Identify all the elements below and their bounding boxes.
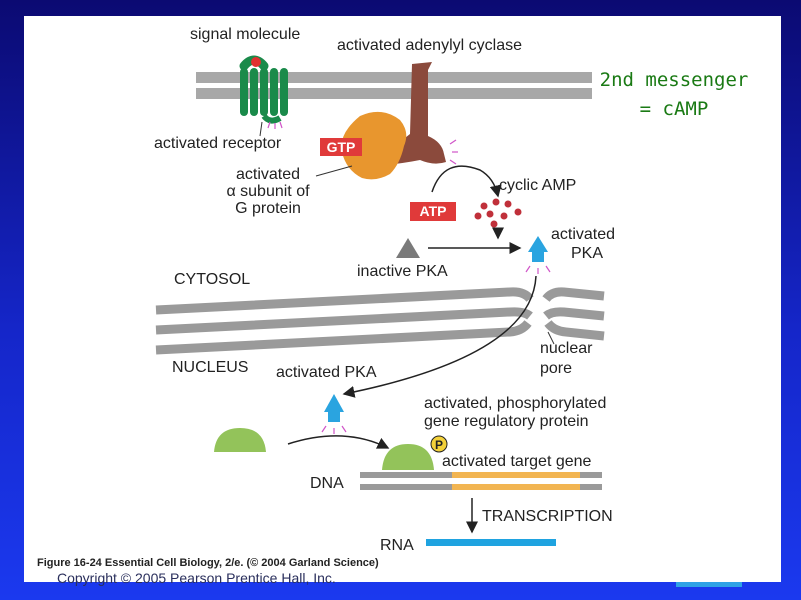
transcription-label: TRANSCRIPTION bbox=[482, 508, 613, 525]
dna-label: DNA bbox=[310, 475, 344, 492]
camp-equals-label: = cAMP bbox=[640, 98, 709, 120]
phosphate-icon bbox=[430, 435, 448, 453]
signaling-diagram: GTP signal molecule activated adenylyl c… bbox=[37, 26, 749, 569]
pka-activation-marks bbox=[525, 265, 551, 274]
target-gene-label: activated target gene bbox=[442, 453, 592, 470]
inactive-pka-label: inactive PKA bbox=[357, 263, 448, 280]
nuclear-pore-label-line2: pore bbox=[540, 360, 572, 377]
gene-regulatory-label-line2: gene regulatory protein bbox=[424, 413, 589, 430]
rna-strand bbox=[426, 539, 556, 546]
dna-strand bbox=[360, 472, 602, 490]
nuclear-pore-label-line1: nuclear bbox=[540, 340, 593, 357]
alpha-label-line2: α subunit of bbox=[226, 183, 310, 200]
receptor-icon bbox=[239, 55, 288, 124]
alpha-label-line3: G protein bbox=[235, 200, 301, 217]
nucleus-label: NUCLEUS bbox=[172, 359, 248, 376]
gtp-tag bbox=[320, 138, 362, 156]
plasma-membrane bbox=[196, 72, 592, 99]
cyclic-amp-label: cyclic AMP bbox=[499, 177, 576, 194]
pka-translocation-arrow bbox=[342, 275, 537, 398]
activated-pka-icon bbox=[528, 236, 548, 262]
gene-regulatory-label-line1: activated, phosphorylated bbox=[424, 395, 606, 412]
adenylyl-cyclase-label: activated adenylyl cyclase bbox=[337, 37, 522, 54]
second-messenger-label: 2nd messenger bbox=[600, 69, 749, 91]
signal-molecule-icon bbox=[251, 57, 261, 67]
atp-tag bbox=[410, 202, 456, 221]
gtp-label: GTP bbox=[327, 139, 356, 155]
nuclear-pka-marks bbox=[321, 425, 347, 434]
activated-receptor-label: activated receptor bbox=[154, 135, 282, 152]
g-protein-alpha-icon bbox=[341, 111, 407, 180]
receptor-activation-marks bbox=[267, 121, 283, 129]
activated-pka-nucleus-label: activated PKA bbox=[276, 364, 377, 381]
nuclear-envelope bbox=[155, 287, 605, 355]
gene-regulatory-protein-icon bbox=[214, 428, 266, 452]
pore-leader-line bbox=[547, 331, 555, 345]
inactive-pka-icon bbox=[396, 238, 420, 258]
phosphate-label: P bbox=[435, 438, 443, 452]
copyright-notice: Copyright © 2005 Pearson Prentice Hall, … bbox=[57, 570, 336, 586]
alpha-leader-line bbox=[315, 165, 353, 177]
activated-pka-top-label-line1: activated bbox=[551, 226, 615, 243]
cytosol-label: CYTOSOL bbox=[174, 271, 250, 288]
activated-pka-top-label-line2: PKA bbox=[571, 245, 603, 262]
camp-molecules-icon bbox=[474, 198, 522, 228]
receptor-leader-line bbox=[259, 121, 263, 137]
figure-caption: Figure 16-24 Essential Cell Biology, 2/e… bbox=[37, 557, 379, 569]
atp-label: ATP bbox=[420, 203, 447, 219]
phosphorylation-arrow bbox=[287, 435, 390, 449]
phosphorylated-protein-icon bbox=[382, 444, 434, 470]
signal-molecule-label: signal molecule bbox=[190, 26, 300, 43]
alpha-label-line1: activated bbox=[236, 166, 300, 183]
atp-conversion-arrow bbox=[431, 165, 502, 198]
adenylyl-cyclase-icon bbox=[370, 62, 446, 166]
nuclear-pka-icon bbox=[324, 394, 344, 422]
rna-label: RNA bbox=[380, 537, 414, 554]
slide-panel: GTP signal molecule activated adenylyl c… bbox=[24, 16, 781, 582]
cyclase-activation-marks bbox=[449, 139, 458, 165]
corner-decoration bbox=[676, 582, 742, 587]
